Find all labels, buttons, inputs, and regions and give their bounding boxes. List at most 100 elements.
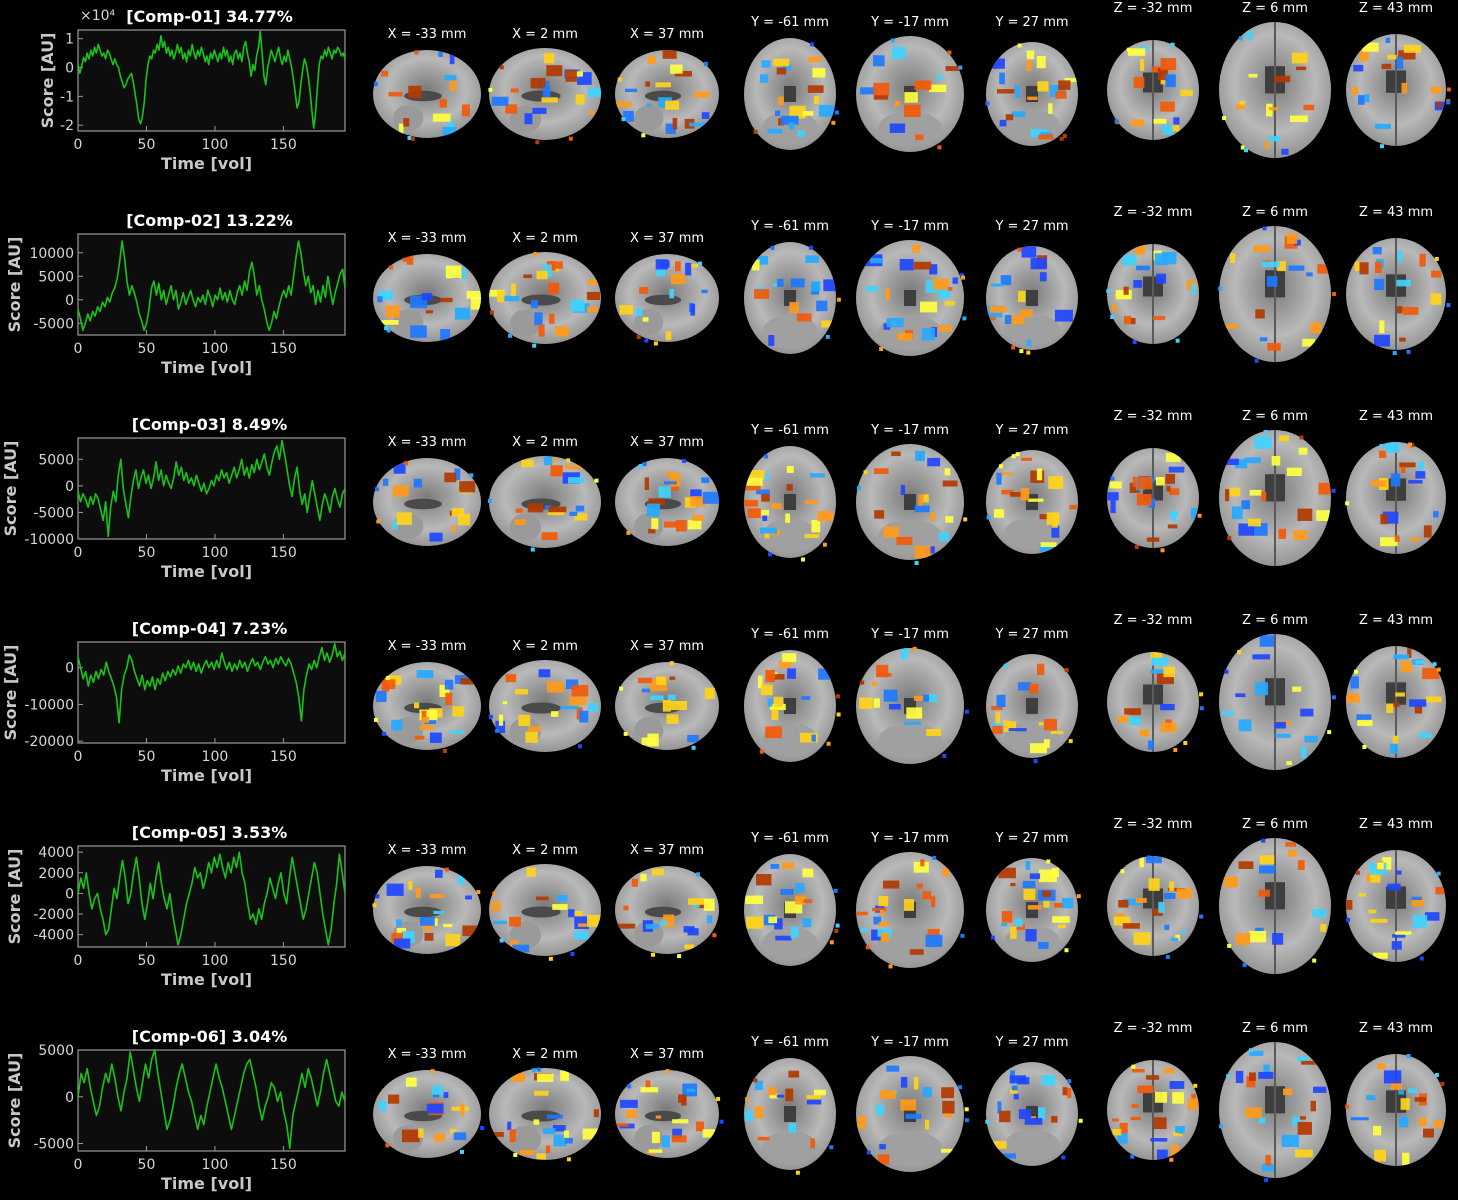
y-axis-label: Score [AU] xyxy=(5,237,24,333)
timecourse-line xyxy=(77,30,346,129)
activation-speck xyxy=(1392,351,1397,355)
activation-positive xyxy=(1230,253,1236,264)
activation-positive xyxy=(550,465,563,477)
activation-speck xyxy=(1227,943,1232,948)
activation-negative xyxy=(1165,74,1176,88)
activation-negative xyxy=(1235,693,1246,698)
activation-negative xyxy=(1244,457,1261,464)
activation-negative xyxy=(1039,543,1055,552)
activation-negative xyxy=(923,694,938,702)
activation-positive xyxy=(663,914,675,928)
activation-speck xyxy=(385,1143,390,1148)
activation-positive xyxy=(873,82,890,96)
activation-negative xyxy=(936,74,943,79)
activation-negative xyxy=(454,468,461,481)
activation-positive xyxy=(1433,1120,1443,1129)
y-tick-label: 0 xyxy=(65,886,74,902)
activation-positive xyxy=(894,101,901,107)
activation-negative xyxy=(410,325,427,338)
activation-negative xyxy=(623,111,634,122)
activation-negative xyxy=(658,486,671,498)
activation-speck xyxy=(1440,1081,1445,1086)
activation-negative xyxy=(811,281,821,292)
activation-positive xyxy=(916,883,923,889)
activation-positive xyxy=(785,513,790,523)
activation-negative xyxy=(915,450,925,461)
activation-negative xyxy=(1025,929,1037,942)
activation-negative xyxy=(745,1110,754,1122)
activation-positive xyxy=(1133,932,1151,945)
slice-label: Z = 43 mm xyxy=(1359,613,1433,628)
activation-negative xyxy=(1062,897,1074,909)
slice-label: X = 37 mm xyxy=(630,231,704,246)
activation-positive xyxy=(802,111,814,116)
slice-label: X = 2 mm xyxy=(512,27,578,42)
activation-positive xyxy=(1021,457,1032,461)
brain-slice xyxy=(856,240,967,356)
activation-negative xyxy=(543,264,552,277)
activation-negative xyxy=(561,706,579,710)
activation-positive xyxy=(1399,462,1416,468)
activation-negative xyxy=(1221,711,1235,716)
activation-positive xyxy=(923,494,929,503)
component-title: [Comp-05] 3.53% xyxy=(132,823,287,842)
activation-positive xyxy=(926,728,941,737)
brain-slice xyxy=(373,50,481,141)
activation-positive xyxy=(1248,73,1258,78)
activation-positive xyxy=(396,512,412,525)
activation-positive xyxy=(640,1087,659,1093)
activation-positive xyxy=(1271,456,1281,466)
activation-positive xyxy=(1351,86,1358,95)
brain-slice xyxy=(856,444,968,565)
activation-positive xyxy=(564,465,583,469)
activation-negative xyxy=(1396,279,1411,287)
y-tick-label: 0 xyxy=(65,661,74,677)
x-tick-label: 0 xyxy=(74,137,83,153)
x-tick-label: 50 xyxy=(138,1157,156,1173)
activation-positive xyxy=(1229,487,1241,497)
activation-negative xyxy=(1158,901,1165,913)
activation-speck xyxy=(636,334,641,339)
brain-slice xyxy=(1345,1054,1446,1166)
activation-speck xyxy=(677,954,682,959)
brain-slice xyxy=(615,661,719,750)
y-tick-label: -10000 xyxy=(24,697,74,713)
activation-speck xyxy=(1264,1178,1269,1183)
slice-label: Y = 27 mm xyxy=(994,15,1068,30)
activation-negative xyxy=(1372,247,1382,255)
activation-speck xyxy=(801,557,805,562)
activation-positive xyxy=(1225,489,1230,502)
activation-negative xyxy=(871,929,882,941)
activation-positive xyxy=(690,496,706,507)
activation-positive xyxy=(645,1080,651,1088)
activation-positive xyxy=(1146,537,1160,542)
activation-positive xyxy=(804,500,819,505)
activation-speck xyxy=(1312,958,1317,963)
activation-speck xyxy=(642,462,647,467)
activation-speck xyxy=(488,499,492,503)
activation-speck xyxy=(1197,513,1202,518)
activation-negative xyxy=(1300,708,1314,717)
activation-positive xyxy=(1246,1076,1256,1088)
activation-negative xyxy=(568,477,584,484)
activation-speck xyxy=(385,676,390,681)
activation-positive xyxy=(655,1115,662,1119)
x-tick-label: 0 xyxy=(74,953,83,969)
activation-speck xyxy=(653,341,658,346)
activation-speck xyxy=(548,956,553,961)
activation-positive xyxy=(1166,485,1171,492)
activation-positive xyxy=(546,65,563,77)
activation-speck xyxy=(1254,358,1259,363)
activation-negative xyxy=(1013,1093,1019,1100)
activation-speck xyxy=(1110,476,1115,481)
brain-slice xyxy=(615,254,719,346)
activation-positive xyxy=(1069,504,1077,510)
brain-slice xyxy=(1346,850,1446,962)
activation-positive xyxy=(443,923,453,928)
activation-speck xyxy=(1017,43,1022,48)
activation-negative xyxy=(1415,471,1426,479)
activation-positive xyxy=(896,536,913,545)
activation-negative xyxy=(754,1080,763,1091)
activation-speck xyxy=(1238,36,1243,41)
